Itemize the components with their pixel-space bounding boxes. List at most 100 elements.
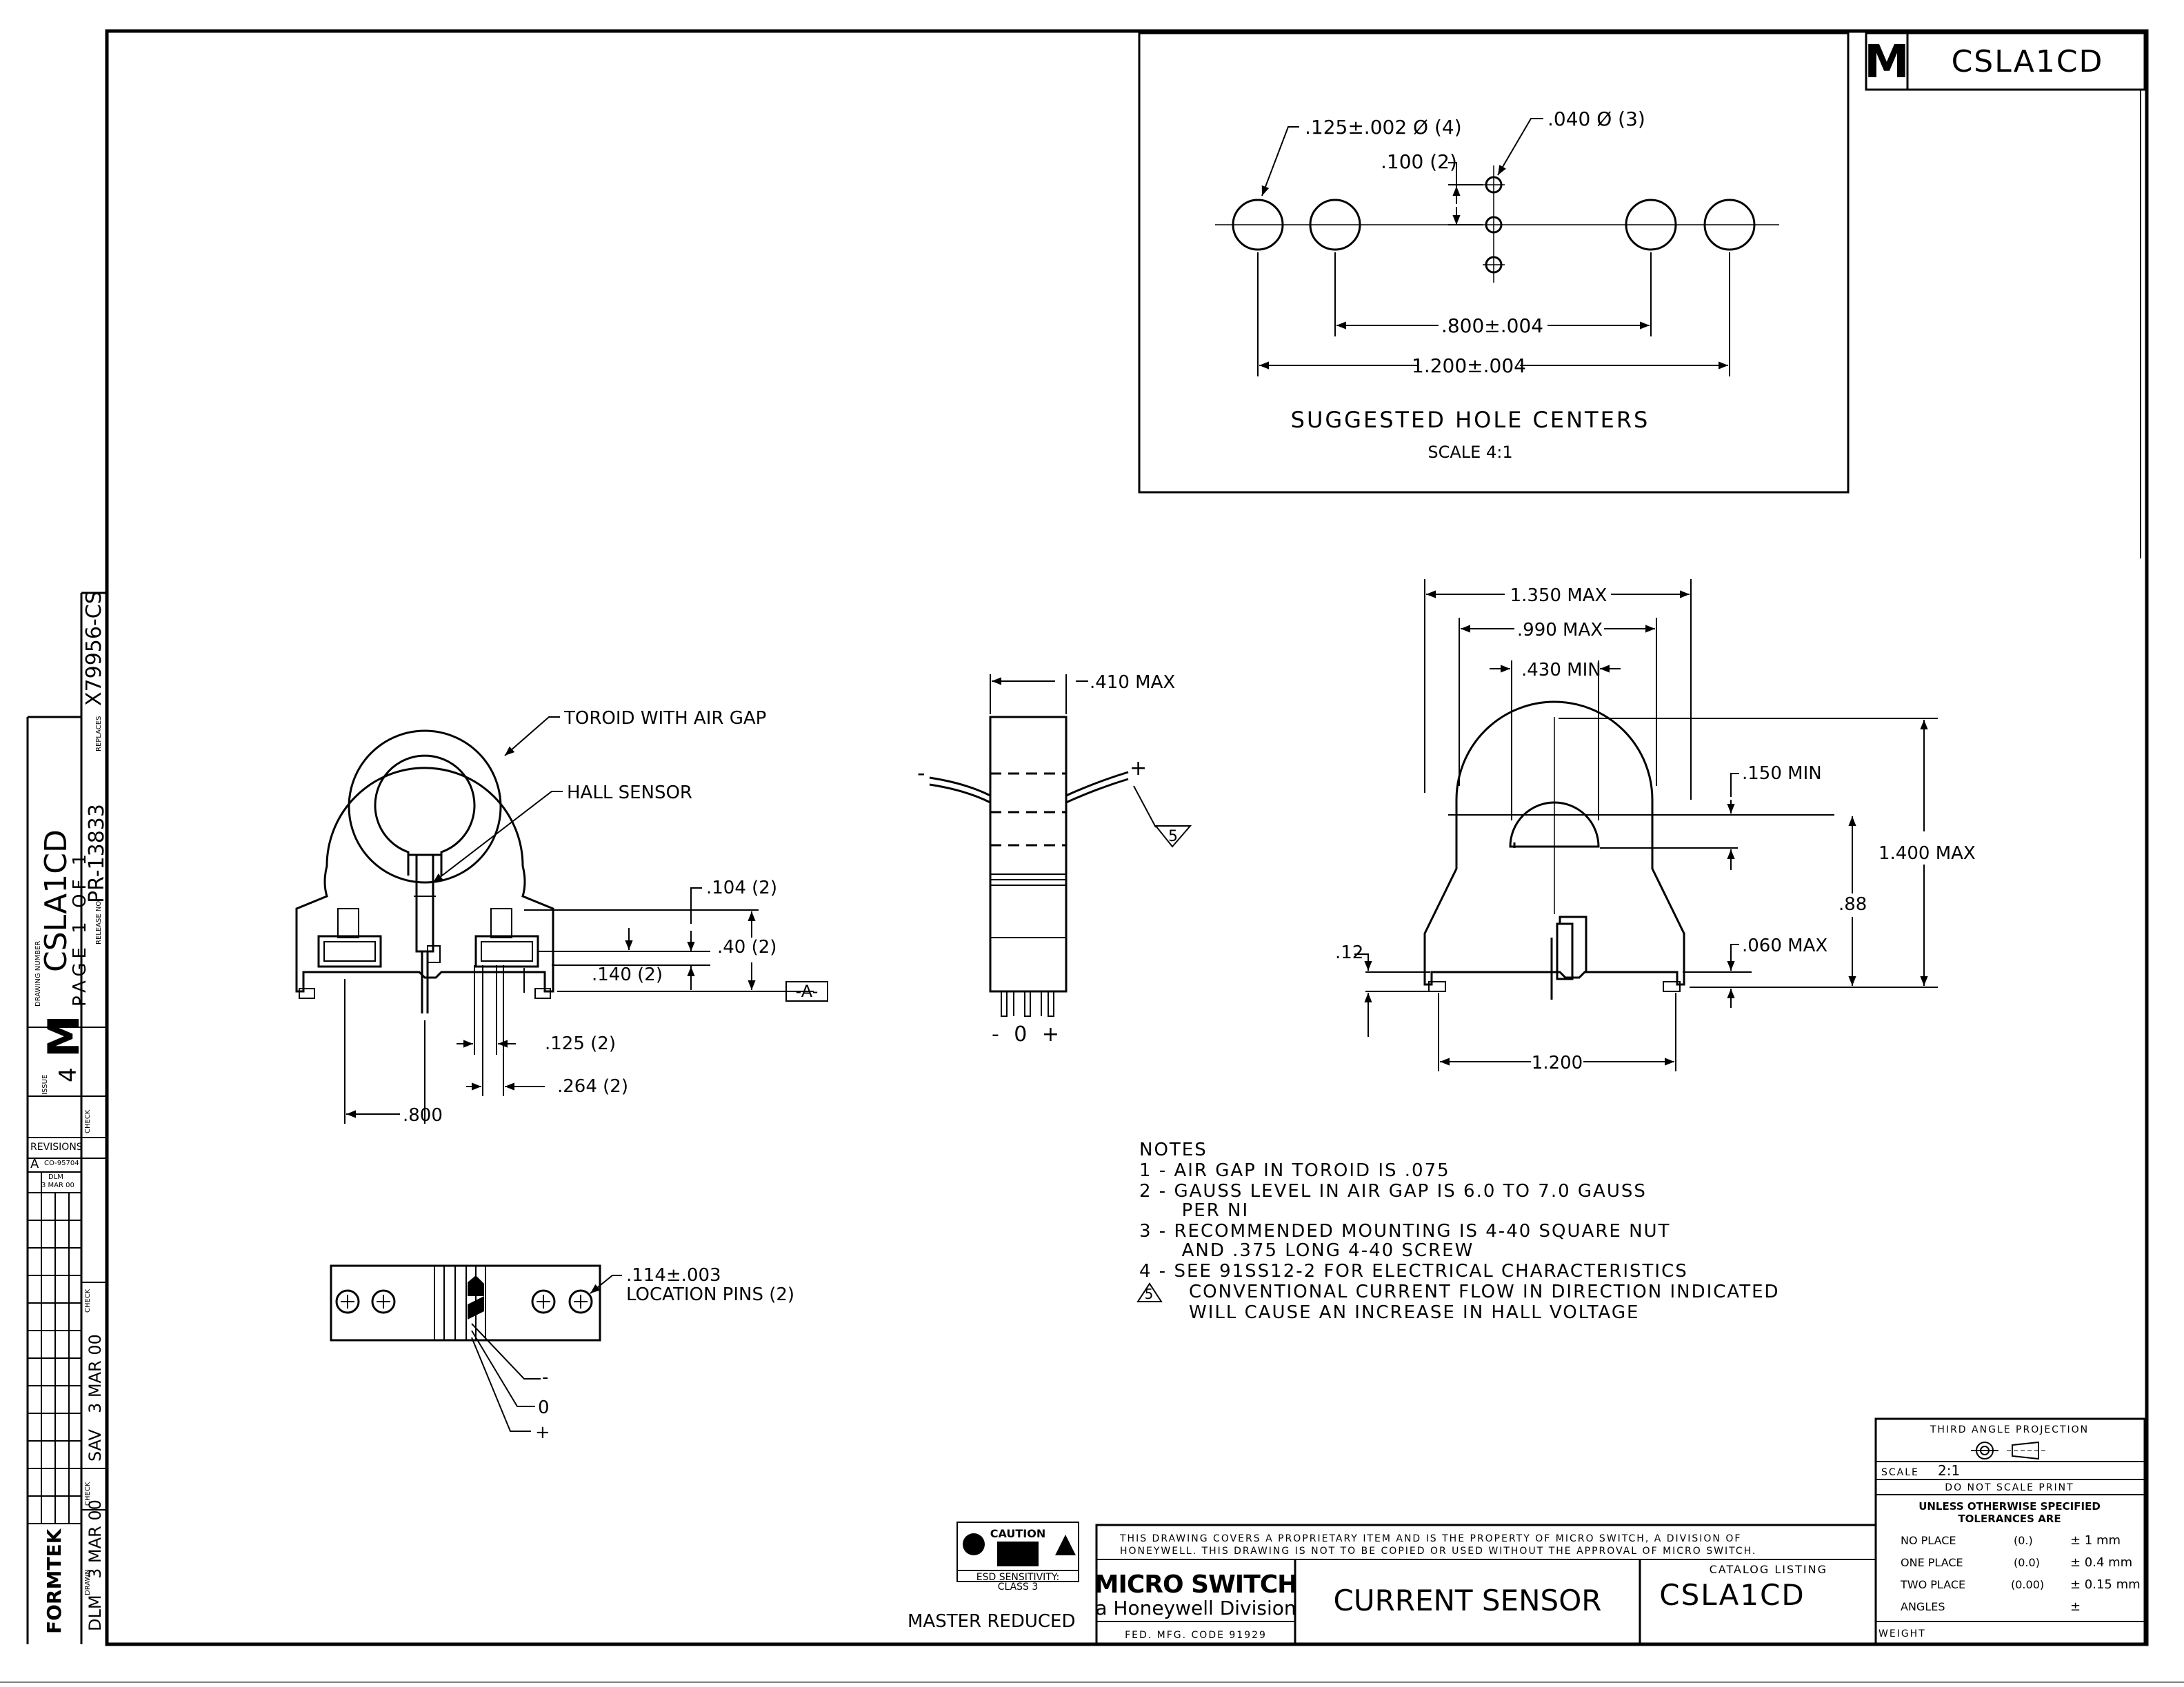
note-flag-5: 5 [1145, 1286, 1155, 1302]
side-pin-labels: - 0 + [992, 1022, 1063, 1047]
weight-label: WEIGHT [1879, 1628, 1926, 1639]
bottom-view: .114±.003 LOCATION PINS (2) - 0 + [330, 1264, 794, 1443]
dim-small-hole: .040 Ø (3) [1547, 108, 1645, 130]
scale-label: SCALE [1881, 1467, 1919, 1478]
drawn-label: DRAWN [84, 1569, 92, 1595]
right-view: 1.350 MAX .990 MAX .430 MIN 1.400 MAX .8… [1335, 579, 1976, 1073]
rev-co: CO-95704 [44, 1160, 79, 1167]
company-logo: MICRO SWITCH [1094, 1570, 1298, 1599]
esd-sensitivity-line2: CLASS 3 [998, 1582, 1039, 1593]
dim-inner-spacing: .800±.004 [1441, 314, 1543, 337]
tol-value-1: ± 0.4 mm [2070, 1555, 2132, 1570]
tol-format-1: (0.0) [2014, 1556, 2040, 1569]
dim-140: .140 (2) [592, 964, 663, 985]
check-label-mid: CHECK [84, 1289, 92, 1313]
proprietary-line-1: THIS DRAWING COVERS A PROPRIETARY ITEM A… [1119, 1533, 1741, 1544]
checked-date: 3 MAR 00 [86, 1334, 105, 1413]
page-number: PAGE 1 OF 1 [70, 850, 90, 1007]
dim-pitch: .100 (2) [1381, 150, 1457, 173]
pins-label: LOCATION PINS (2) [626, 1284, 794, 1305]
dim-1400: 1.400 MAX [1879, 843, 1976, 864]
title-block: THIS DRAWING COVERS A PROPRIETARY ITEM A… [1094, 1524, 1877, 1645]
drawing-m-logo: M [39, 1015, 89, 1058]
proprietary-line-2: HONEYWELL. THIS DRAWING IS NOT TO BE COP… [1120, 1546, 1756, 1557]
projection-label: THIRD ANGLE PROJECTION [1930, 1424, 2089, 1435]
tol-value-0: ± 1 mm [2070, 1533, 2121, 1548]
master-reduced: MASTER REDUCED [908, 1611, 1076, 1632]
dim-1350: 1.350 MAX [1510, 585, 1607, 606]
esd-sensitivity-line1: ESD SENSITIVITY: [976, 1572, 1060, 1583]
note-line-2: 2 - GAUSS LEVEL IN AIR GAP IS 6.0 TO 7.0… [1139, 1181, 1647, 1202]
dim-88: .88 [1839, 894, 1867, 915]
dim-060: .060 MAX [1742, 936, 1827, 956]
notes: NOTES 1 - AIR GAP IN TOROID IS .075 2 - … [1136, 1140, 1780, 1323]
catalog-listing-value: CSLA1CD [1659, 1578, 1805, 1612]
catalog-box: M CSLA1CD [1864, 32, 2146, 91]
hall-sensor-label: HALL SENSOR [567, 782, 692, 803]
lead-plus-side: + [1130, 756, 1147, 780]
side-strip: FORMTEK DLM 3 MAR 00 DRAWN CHECK SAV 3 M… [26, 591, 109, 1644]
dim-12: .12 [1335, 942, 1363, 963]
hole-centers-scale: SCALE 4:1 [1427, 443, 1512, 462]
release-label: RELEASE NO [95, 901, 103, 944]
tol-format-0: (0.) [2014, 1534, 2033, 1547]
lead-plus-bottom: + [535, 1422, 550, 1443]
do-not-scale: DO NOT SCALE PRINT [1945, 1482, 2074, 1493]
note-line-6: 4 - SEE 91SS12-2 FOR ELECTRICAL CHARACTE… [1139, 1261, 1688, 1282]
pins-dim: .114±.003 [626, 1265, 721, 1286]
dim-264: .264 (2) [557, 1076, 628, 1097]
tol-label-2: TWO PLACE [1900, 1578, 1965, 1591]
tolerance-header-2: TOLERANCES ARE [1958, 1513, 2061, 1525]
tol-label-0: NO PLACE [1901, 1534, 1956, 1547]
issue-label: ISSUE [41, 1075, 49, 1095]
third-angle-projection-icon [1971, 1441, 2048, 1460]
lead-zero-bottom: 0 [538, 1397, 550, 1418]
notes-title: NOTES [1139, 1140, 1208, 1160]
tol-format-2: (0.00) [2011, 1578, 2044, 1591]
datum-a: -A- [796, 982, 819, 1001]
drawn-by: DLM [86, 1595, 105, 1631]
dim-990: .990 MAX [1517, 620, 1603, 640]
rev-date: 3 MAR 00 [41, 1182, 74, 1189]
note-line-7: CONVENTIONAL CURRENT FLOW IN DIRECTION I… [1189, 1282, 1780, 1302]
company-division: a Honeywell Division [1095, 1597, 1296, 1619]
formtek-label: FORMTEK [43, 1528, 66, 1634]
dim-large-hole: .125±.002 Ø (4) [1305, 116, 1462, 139]
dim-1200: 1.200 [1532, 1053, 1583, 1073]
tol-value-2: ± 0.15 mm [2070, 1577, 2141, 1592]
lead-minus-bottom: - [542, 1367, 548, 1388]
fed-code: FED. MFG. CODE 91929 [1125, 1630, 1267, 1641]
catalog-number: CSLA1CD [1952, 44, 2104, 79]
esd-caution-text: CAUTION [990, 1527, 1045, 1540]
rev-by: DLM [48, 1173, 63, 1181]
scale-value: 2:1 [1938, 1462, 1960, 1479]
note-line-4: 3 - RECOMMENDED MOUNTING IS 4-40 SQUARE … [1139, 1221, 1670, 1242]
hole-centers-title: SUGGESTED HOLE CENTERS [1291, 407, 1650, 433]
esd-warning-icon [1055, 1535, 1076, 1555]
drawing-number: CSLA1CD [39, 829, 74, 972]
dim-125: .125 (2) [545, 1033, 616, 1054]
m-logo: M [1864, 35, 1910, 88]
dim-104: .104 (2) [706, 878, 777, 898]
note-line-5: AND .375 LONG 4-40 SCREW [1139, 1240, 1474, 1261]
note-line-1: 1 - AIR GAP IN TOROID IS .075 [1139, 1160, 1450, 1181]
tol-label-1: ONE PLACE [1901, 1556, 1963, 1569]
side-view: - + 5 - 0 + .410 MAX [917, 672, 1192, 1047]
dim-150: .150 MIN [1742, 763, 1822, 784]
tol-value-3: ± [2070, 1599, 2081, 1614]
issue-value: 4 [54, 1067, 82, 1082]
rev-letter: A [30, 1157, 39, 1171]
tol-label-3: ANGLES [1901, 1600, 1945, 1613]
esd-caution-label: CAUTION ESD SENSITIVITY: CLASS 3 MASTER … [908, 1522, 1079, 1632]
checked-by: SAV [86, 1428, 105, 1462]
esd-hand-icon [963, 1533, 985, 1555]
flag-5-side: 5 [1168, 828, 1178, 845]
dim-800-front: .800 [403, 1105, 443, 1126]
release-number: PR-13833 [85, 804, 109, 903]
dim-40: .40 (2) [717, 937, 777, 958]
drawn-date: 3 MAR 00 [86, 1499, 105, 1579]
check-label-top: CHECK [84, 1109, 92, 1133]
catalog-listing-label: CATALOG LISTING [1710, 1563, 1827, 1576]
dim-outer-spacing: 1.200±.004 [1412, 354, 1526, 377]
